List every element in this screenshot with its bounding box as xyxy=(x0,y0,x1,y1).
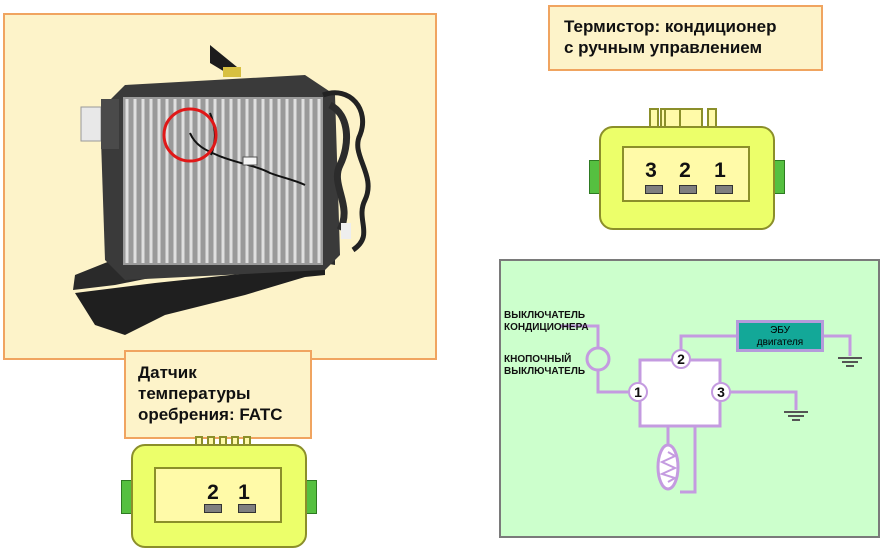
pin-contact xyxy=(204,504,222,513)
ground-icon xyxy=(838,357,862,367)
pin-contact xyxy=(715,185,733,194)
pin-number: 1 xyxy=(714,159,726,182)
ac-switch-label: ВЫКЛЮЧАТЕЛЬ КОНДИЦИОНЕРА xyxy=(504,310,589,333)
evaporator-image xyxy=(73,45,371,335)
node-1-marker xyxy=(628,382,648,402)
fin-sensor-label: Датчик температуры оребрения: FATC xyxy=(124,350,312,439)
node-3-marker xyxy=(711,382,731,402)
pin-contact xyxy=(238,504,256,513)
push-button-switch-symbol xyxy=(585,346,611,372)
pin-number: 2 xyxy=(207,481,219,504)
pin-contact xyxy=(645,185,663,194)
node-2-to-ecu-wire xyxy=(679,334,736,352)
pin-contact xyxy=(679,185,697,194)
pin-number: 1 xyxy=(238,481,250,504)
node-3-label: 3 xyxy=(717,384,725,400)
fin-sensor-connector: 2 1 xyxy=(121,436,317,548)
thermistor-zigzag-icon xyxy=(659,451,678,483)
node-1-label: 1 xyxy=(634,384,642,400)
ground-icon xyxy=(784,411,808,421)
thermistor-connector: 3 2 1 xyxy=(589,108,785,230)
thermistor-label-line-1: Термистор: кондиционер xyxy=(564,17,777,36)
ecu-ground-wire xyxy=(824,334,852,356)
node-2-label: 2 xyxy=(677,351,685,367)
thermistor-label: Термистор: кондиционер с ручным управлен… xyxy=(548,5,823,71)
thermistor-label-line-2: с ручным управлением xyxy=(564,38,763,57)
fin-sensor-label-line-2: температуры xyxy=(138,384,251,403)
junction-box xyxy=(640,360,720,426)
node-3-ground-wire xyxy=(730,390,798,410)
pin-number: 2 xyxy=(679,159,691,182)
push-switch-label: КНОПОЧНЫЙ ВЫКЛЮЧАТЕЛЬ xyxy=(504,354,586,377)
node-2-marker xyxy=(671,349,691,369)
engine-ecu-box: ЭБУ двигателя xyxy=(736,320,824,352)
fin-sensor-label-line-3: оребрения: FATC xyxy=(138,405,283,424)
evaporator-photo-panel xyxy=(3,13,437,360)
connector-face xyxy=(154,467,282,523)
pin-number: 3 xyxy=(645,159,657,182)
fin-sensor-label-line-1: Датчик xyxy=(138,363,197,382)
ac-switch-wire xyxy=(560,324,600,348)
switch-to-node-1-wire xyxy=(596,370,628,394)
thermistor-lead-wire xyxy=(680,426,697,494)
ecu-label-line-1: ЭБУ xyxy=(770,325,790,336)
ecu-label-line-2: двигателя xyxy=(756,337,804,348)
